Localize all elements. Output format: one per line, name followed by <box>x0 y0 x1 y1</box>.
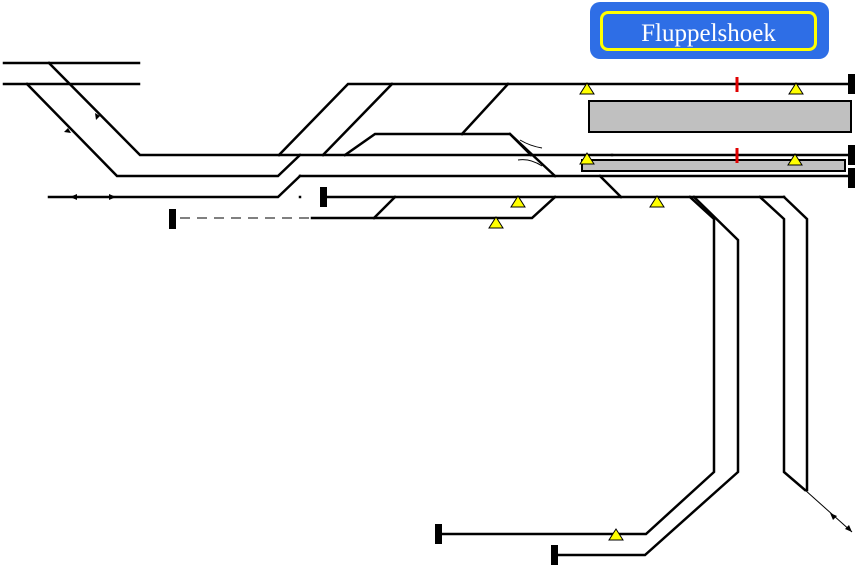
station-name-panel: Fluppelshoek <box>590 2 829 59</box>
track-crossover-5 <box>372 195 397 220</box>
switch-hint-2 <box>517 159 543 167</box>
platform-2 <box>581 159 846 172</box>
branch-south-c <box>758 195 807 492</box>
track-crossover-1 <box>321 82 394 157</box>
buffer-stop-track-3 <box>320 187 327 207</box>
station-name-frame: Fluppelshoek <box>600 11 817 51</box>
signal-track-1-east <box>788 82 804 95</box>
branch-south-d <box>782 195 809 492</box>
track-crossover-4 <box>598 174 623 199</box>
branch-south-b <box>556 195 740 557</box>
signal-track-2-east <box>787 153 803 166</box>
branch-south-a <box>440 195 716 536</box>
track-1 <box>277 82 853 157</box>
buffer-stop-track-2 <box>848 168 855 188</box>
signal-track-2-west <box>579 152 595 165</box>
buffer-stop-track-4 <box>169 209 176 229</box>
track-crossover-3 <box>508 132 557 178</box>
signal-south-a <box>608 528 624 541</box>
switch-hint-1 <box>519 139 543 149</box>
signal-track-3-a <box>510 195 526 208</box>
signal-track-3-b <box>649 195 665 208</box>
platform-1 <box>588 100 852 133</box>
arrow-head-left <box>70 194 77 200</box>
track-diagonal-a <box>47 61 614 157</box>
station-name: Fluppelshoek <box>641 19 776 47</box>
track-diagonal-b <box>25 82 302 178</box>
track-loop <box>343 132 533 157</box>
signal-track-4 <box>488 216 504 229</box>
arrow-exit-left <box>830 513 837 520</box>
arrow-diagonal-down <box>64 128 71 133</box>
arrow-head-right <box>109 194 116 200</box>
arrow-diagonal-up <box>95 113 100 120</box>
signal-track-1-west <box>579 82 595 95</box>
buffer-stop-track-1 <box>848 74 855 94</box>
arrow-exit-right <box>845 525 852 532</box>
track-4 <box>310 195 557 220</box>
buffer-stop-track-2-upper <box>848 145 855 165</box>
buffer-stop-south-b <box>551 545 558 565</box>
track-crossover-2 <box>460 82 510 136</box>
main-line-west <box>47 174 302 199</box>
buffer-stop-south-a <box>435 524 442 544</box>
branch-south-exit <box>804 489 853 533</box>
